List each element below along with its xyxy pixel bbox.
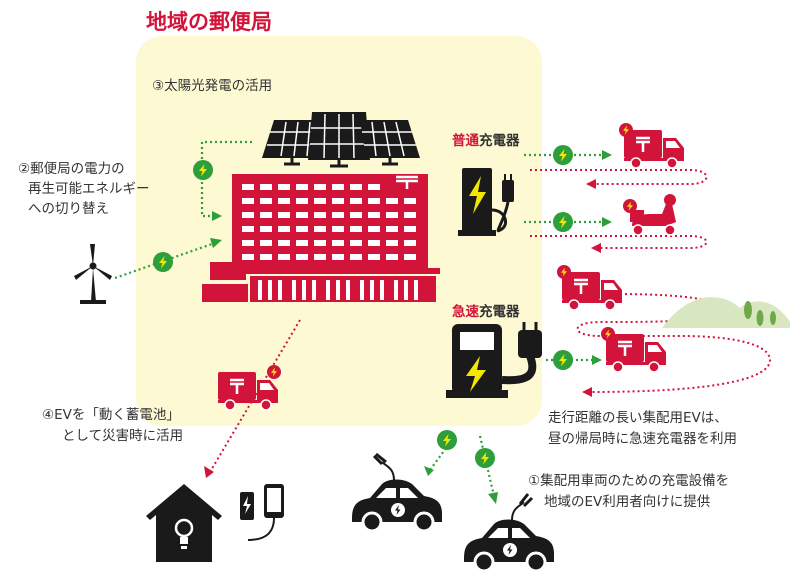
renewable-label-2: 再生可能エネルギー	[28, 181, 150, 197]
green-bolt-icon	[475, 448, 495, 468]
solar-panel-icon	[262, 112, 420, 168]
delivery-truck-icon	[601, 327, 668, 374]
normal-charger-label: 普通充電器	[452, 129, 520, 149]
hills-scenery	[662, 297, 790, 328]
normal-charger-icon	[458, 168, 514, 236]
green-bolt-icon	[553, 145, 573, 165]
normal-charger-accent: 普通	[452, 133, 479, 149]
renewable-label-1: ②郵便局の電力の	[18, 161, 125, 177]
renewable-label-3: への切り替え	[28, 201, 109, 217]
ev-car-icon	[462, 493, 556, 573]
delivery-truck-icon	[216, 365, 281, 412]
green-bolt-icon	[437, 430, 457, 450]
delivery-truck-icon	[619, 123, 686, 170]
normal-charger-rest: 充電器	[479, 133, 520, 149]
page-title: 地域の郵便局	[146, 10, 272, 34]
green-bolt-icon	[553, 350, 573, 370]
solar-label: ③太陽光発電の活用	[152, 78, 273, 94]
long-route-label-2: 昼の帰局時に急速充電器を利用	[548, 431, 737, 447]
house-icon	[146, 484, 222, 562]
public-charging-label-2: 地域のEV利用者向けに提供	[544, 494, 711, 510]
green-bolt-icon	[193, 160, 213, 180]
long-route-label-1: 走行距離の長い集配用EVは、	[548, 410, 728, 426]
post-office-building-icon	[202, 174, 440, 302]
fast-charger-icon	[446, 322, 542, 398]
delivery-scooter-icon	[623, 194, 676, 236]
fast-charger-accent: 急速	[452, 304, 479, 320]
fast-charger-label: 急速充電器	[452, 300, 520, 320]
green-bolt-icon	[553, 212, 573, 232]
wind-turbine-icon	[74, 244, 112, 304]
green-bolt-icon	[153, 252, 173, 272]
fast-charger-rest: 充電器	[479, 304, 520, 320]
public-charging-label-1: ①集配用車両のための充電設備を	[528, 473, 730, 489]
ev-car-icon	[350, 452, 444, 533]
delivery-truck-icon	[557, 265, 624, 312]
smartphone-icon	[240, 484, 284, 541]
battery-label-1: ④EVを「動く蓄電池」	[42, 407, 180, 423]
battery-label-2: として災害時に活用	[62, 428, 184, 444]
